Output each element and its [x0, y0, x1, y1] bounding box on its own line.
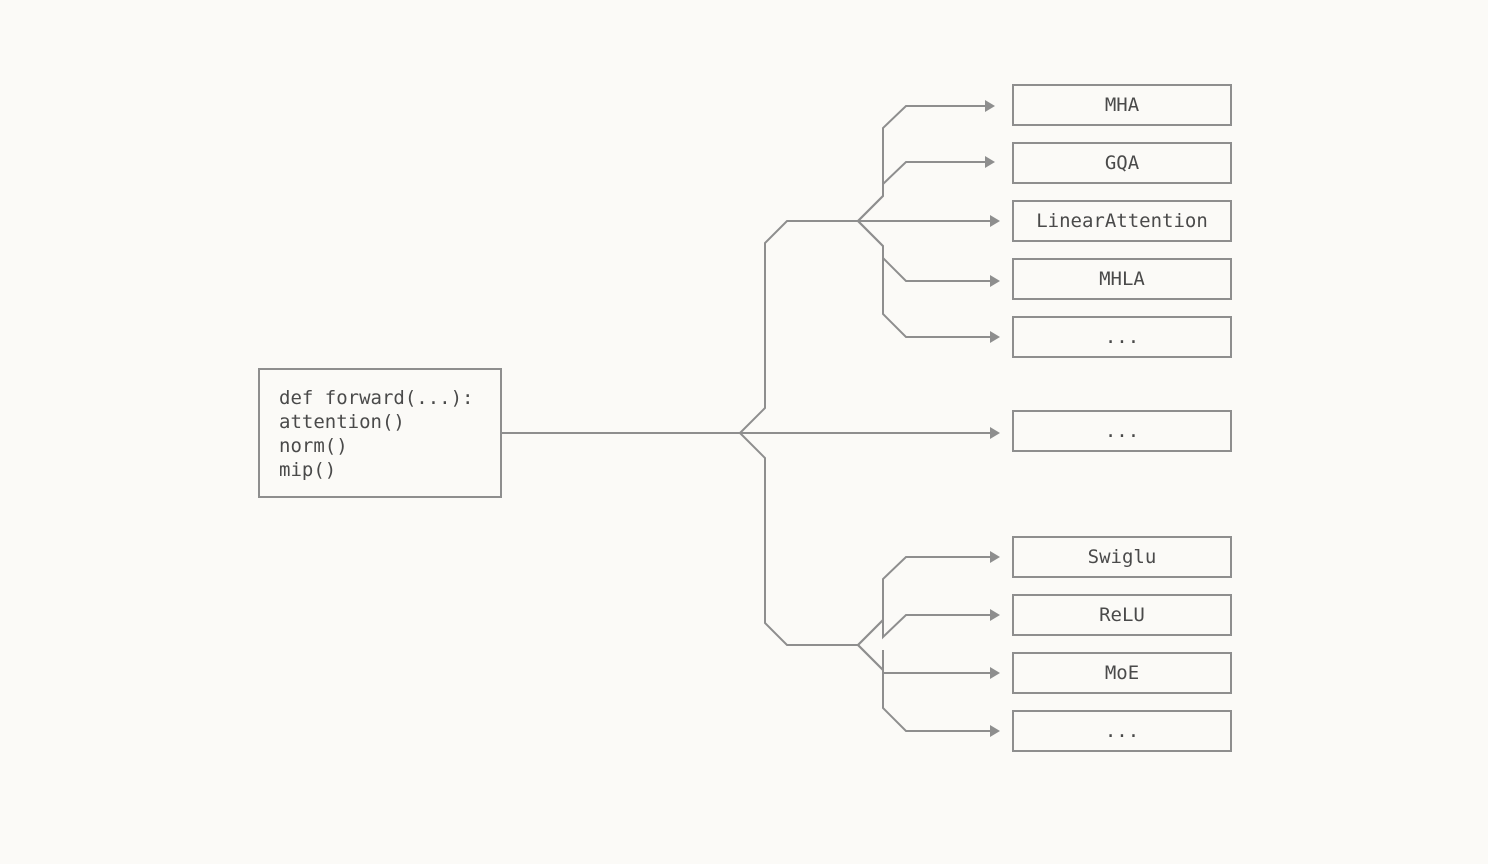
arrow-mhla	[990, 275, 1000, 287]
branch-swiglu	[857, 556, 990, 646]
node-mha: MHA	[1012, 84, 1232, 126]
code-line-mip: mip()	[279, 459, 337, 481]
node-middle-ellipsis: ...	[1012, 410, 1232, 452]
branch-moe	[857, 644, 990, 674]
node-swiglu: Swiglu	[1012, 536, 1232, 578]
branch-to-attention-hub	[739, 220, 858, 434]
forward-code-box: def forward(...): attention() norm() mip…	[258, 368, 502, 498]
arrow-mlp-ellipsis	[990, 725, 1000, 737]
arrow-linearattention	[990, 215, 1000, 227]
node-moe: MoE	[1012, 652, 1232, 694]
branch-attention-ellipsis	[857, 220, 990, 338]
arrow-moe	[990, 667, 1000, 679]
branch-mlp-ellipsis	[857, 644, 990, 732]
branch-mha	[857, 105, 985, 222]
node-relu: ReLU	[1012, 594, 1232, 636]
arrow-middle	[990, 427, 1000, 439]
branch-to-mlp-hub	[739, 432, 858, 646]
arrow-mha	[985, 100, 995, 112]
node-attention-ellipsis: ...	[1012, 316, 1232, 358]
branch-mhla	[857, 220, 990, 282]
branch-gqa	[857, 161, 985, 222]
code-line-def: def forward(...):	[279, 387, 474, 409]
node-linearattention: LinearAttention	[1012, 200, 1232, 242]
arrow-swiglu	[990, 551, 1000, 563]
node-gqa: GQA	[1012, 142, 1232, 184]
branch-relu	[857, 614, 990, 646]
arrow-relu	[990, 609, 1000, 621]
code-line-attention: attention()	[279, 411, 405, 433]
node-mhla: MHLA	[1012, 258, 1232, 300]
code-line-norm: norm()	[279, 435, 348, 457]
arrow-gqa	[985, 156, 995, 168]
node-mlp-ellipsis: ...	[1012, 710, 1232, 752]
arrow-attention-ellipsis	[990, 331, 1000, 343]
